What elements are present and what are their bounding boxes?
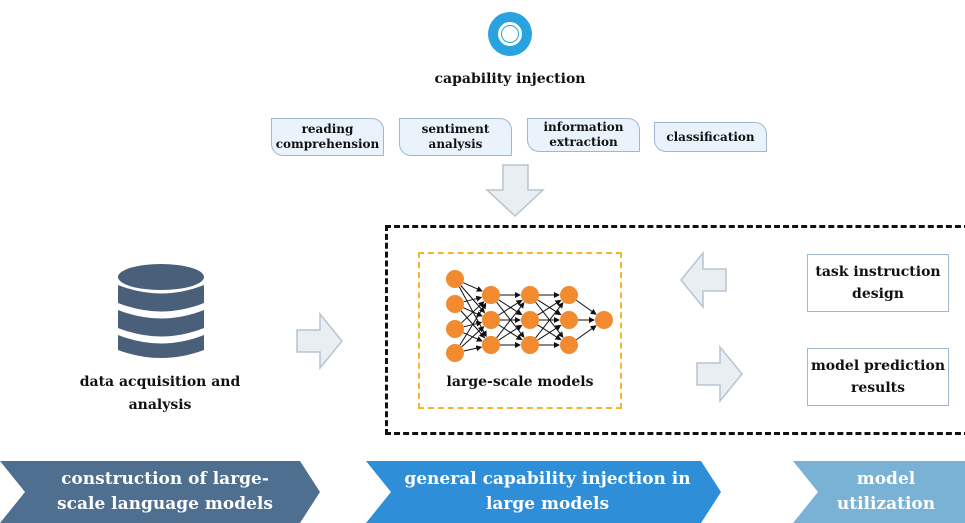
banner-line: model bbox=[856, 469, 916, 489]
tag-line: extraction bbox=[549, 135, 618, 149]
stage-capability-injection-banner: general capability injection in large mod… bbox=[366, 461, 721, 523]
banner-line: large models bbox=[485, 494, 610, 514]
tag-line: comprehension bbox=[275, 137, 380, 151]
nn-neuron bbox=[446, 344, 464, 362]
nn-connection bbox=[535, 302, 564, 339]
nn-connection bbox=[496, 302, 525, 339]
nn-connection bbox=[463, 295, 483, 303]
nn-connection bbox=[537, 299, 562, 316]
nn-connection bbox=[576, 325, 597, 341]
nn-neuron bbox=[521, 286, 539, 304]
nn-neuron bbox=[595, 311, 613, 329]
nn-connection bbox=[537, 324, 562, 341]
nn-connection bbox=[459, 302, 487, 346]
stage-model-utilization-banner: model utilization bbox=[793, 461, 965, 523]
label-line: analysis bbox=[128, 397, 192, 413]
label-line: data acquisition and bbox=[79, 374, 241, 390]
nn-neuron bbox=[560, 286, 578, 304]
model-region-dashed-box bbox=[385, 225, 965, 435]
nn-neuron bbox=[482, 311, 500, 329]
nn-connection bbox=[463, 282, 483, 292]
stage-construction-banner: construction of large-scale language mod… bbox=[0, 461, 320, 523]
tag-line: reading bbox=[301, 122, 354, 136]
box-line: model prediction bbox=[810, 358, 946, 374]
nn-neuron bbox=[521, 336, 539, 354]
nn-connection bbox=[498, 324, 523, 341]
neural-network-icon bbox=[446, 270, 613, 362]
database-icon bbox=[118, 264, 204, 358]
nn-neuron bbox=[560, 311, 578, 329]
banner-line: scale language models bbox=[57, 494, 273, 514]
banner-line: construction of large- bbox=[61, 469, 269, 489]
nn-connection bbox=[498, 299, 523, 316]
capability-injection-title: capability injection bbox=[434, 71, 586, 87]
box-line: task instruction bbox=[815, 264, 941, 280]
nn-neuron bbox=[482, 336, 500, 354]
down-arrow-icon bbox=[485, 164, 545, 218]
nn-neuron bbox=[446, 295, 464, 313]
box-line: design bbox=[852, 286, 904, 302]
nn-neuron bbox=[560, 336, 578, 354]
large-scale-models-label: large-scale models bbox=[446, 374, 594, 390]
nn-neuron bbox=[446, 270, 464, 288]
tag-line: classification bbox=[666, 129, 755, 144]
model-inner-dashed-box bbox=[418, 252, 622, 409]
right-arrow-icon bbox=[696, 344, 743, 404]
task-instruction-design-box: task instruction design bbox=[807, 254, 949, 312]
nn-neuron bbox=[482, 286, 500, 304]
tag-classification: classification bbox=[654, 122, 767, 152]
nn-connection bbox=[461, 301, 485, 324]
tag-line: analysis bbox=[428, 137, 483, 151]
tag-line: sentiment bbox=[421, 122, 490, 136]
nn-neuron bbox=[446, 320, 464, 338]
tag-line: information bbox=[543, 120, 624, 134]
model-prediction-results-box: model prediction results bbox=[807, 348, 949, 406]
data-acquisition-label: data acquisition and analysis bbox=[70, 371, 250, 417]
right-arrow-icon bbox=[296, 311, 343, 371]
nn-connection bbox=[461, 326, 485, 348]
banner-line: utilization bbox=[836, 494, 936, 514]
banner-line: general capability injection in bbox=[404, 469, 691, 489]
nn-connection bbox=[576, 299, 597, 315]
left-arrow-icon bbox=[680, 250, 727, 310]
box-line: results bbox=[850, 380, 905, 396]
nn-connection bbox=[463, 345, 483, 352]
capability-injection-icon bbox=[488, 12, 532, 56]
nn-neuron bbox=[521, 311, 539, 329]
